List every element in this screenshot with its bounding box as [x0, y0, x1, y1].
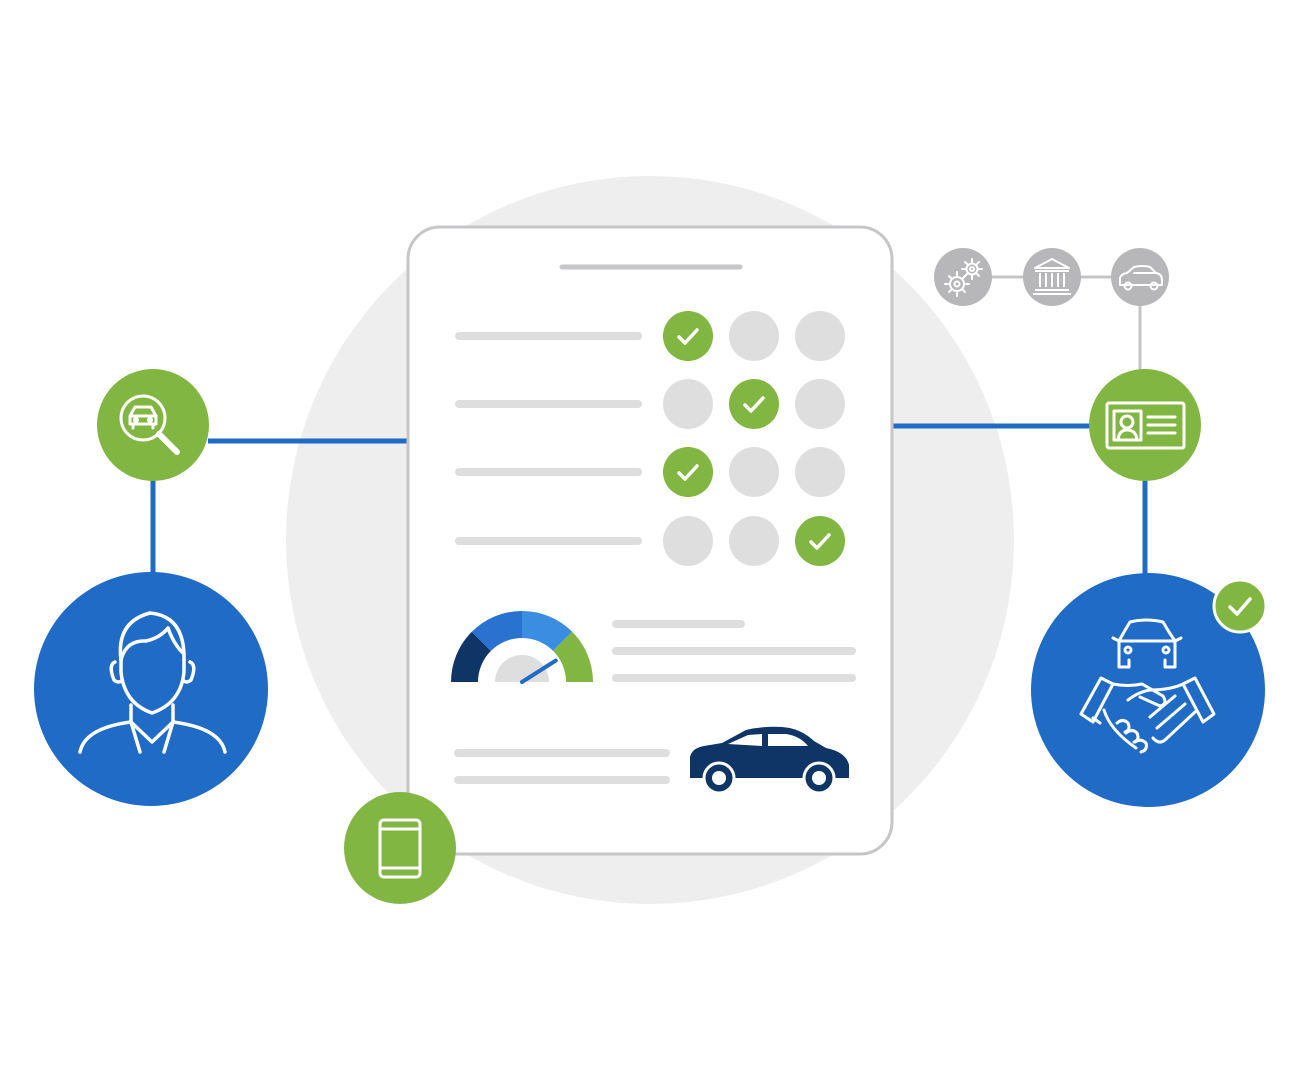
- gauge-segment: [522, 611, 573, 651]
- checked-option: [663, 447, 713, 497]
- checklist: [455, 311, 845, 566]
- bank-node: [1023, 248, 1081, 306]
- tablet-node: [344, 792, 456, 904]
- connectors: [150, 275, 1148, 577]
- gauge-segment: [451, 631, 491, 682]
- deal-node: [1031, 573, 1265, 807]
- unchecked-option: [729, 311, 779, 361]
- document-card: [406, 225, 894, 856]
- bank-icon: [1033, 258, 1071, 295]
- unchecked-option: [729, 447, 779, 497]
- checkmark-icon: [677, 328, 699, 345]
- credit-score-gauge: [451, 611, 593, 684]
- unchecked-option: [795, 379, 845, 429]
- checklist-row: [455, 516, 845, 566]
- unchecked-option: [729, 516, 779, 566]
- gauge-segments: [451, 611, 593, 682]
- sedan-car-icon: [690, 726, 849, 795]
- tablet-icon: [378, 818, 422, 879]
- checked-option: [663, 311, 713, 361]
- checkmark-icon: [1228, 597, 1252, 616]
- gears-node: [934, 248, 992, 306]
- unchecked-option: [795, 311, 845, 361]
- checkmark-icon: [743, 396, 765, 413]
- gauge-needle: [520, 658, 558, 684]
- checklist-row: [455, 311, 845, 361]
- unchecked-option: [663, 379, 713, 429]
- checkmark-icon: [809, 533, 831, 550]
- car-node: [1111, 248, 1169, 306]
- gauge-text-placeholders: [612, 620, 856, 682]
- magnifier-car-icon: [119, 394, 180, 455]
- gauge-segment: [553, 631, 593, 682]
- vehicle-search-node: [97, 369, 209, 481]
- unchecked-option: [795, 447, 845, 497]
- vehicle-text-placeholders: [454, 749, 670, 784]
- id-card-node: [1089, 369, 1201, 481]
- person-icon: [78, 611, 227, 754]
- checklist-row: [455, 447, 845, 497]
- service-nodes: [934, 248, 1169, 306]
- gauge-segment: [471, 611, 522, 651]
- checked-option: [729, 379, 779, 429]
- checklist-row: [455, 379, 845, 429]
- verified-badge: [1212, 578, 1268, 634]
- unchecked-option: [663, 516, 713, 566]
- handshake-car-icon: [1079, 618, 1216, 754]
- checkmark-icon: [677, 464, 699, 481]
- id-card-icon: [1105, 401, 1186, 450]
- customer-node: [34, 572, 268, 806]
- car-icon: [1119, 265, 1163, 291]
- gears-icon: [944, 258, 983, 297]
- checked-option: [795, 516, 845, 566]
